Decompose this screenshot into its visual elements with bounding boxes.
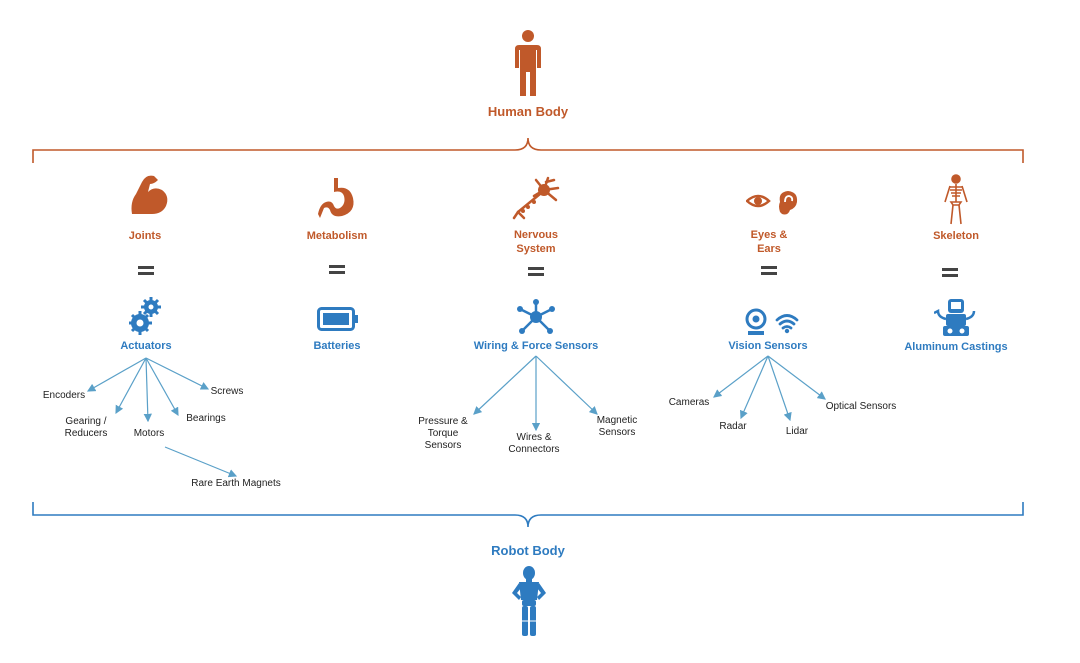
neuron-icon — [512, 176, 560, 220]
part-lidar: Lidar — [785, 426, 809, 437]
stomach-icon — [318, 178, 354, 218]
equals-sign — [528, 266, 544, 277]
label-aluminum-castings: Aluminum Castings — [904, 341, 1008, 353]
part-screws: Screws — [210, 386, 244, 397]
part-gearing: Gearing / Reducers — [64, 416, 108, 439]
arrow-motors — [143, 357, 152, 423]
arrow-pressure — [473, 355, 537, 415]
label-actuators: Actuators — [120, 340, 172, 352]
arrow-lidar — [767, 355, 792, 422]
top-brace — [32, 137, 1024, 163]
equals-sign — [942, 267, 958, 278]
arrow-bearings — [145, 357, 179, 417]
label-metabolism: Metabolism — [306, 230, 368, 242]
label-batteries: Batteries — [313, 340, 361, 352]
arrow-radar — [740, 355, 769, 420]
label-eyes-ears: Eyes & Ears — [750, 229, 788, 255]
equals-sign — [761, 265, 777, 276]
part-encoders: Encoders — [42, 390, 86, 401]
bottom-brace — [32, 502, 1024, 528]
part-magnetic-sensors: Magnetic Sensors — [596, 415, 638, 438]
label-skeleton: Skeleton — [933, 230, 979, 242]
arrow-magnets — [164, 446, 238, 478]
webcam-wifi-icon — [745, 308, 799, 335]
human-body-title: Human Body — [487, 104, 569, 119]
label-joints: Joints — [128, 230, 162, 242]
gears-icon — [129, 297, 161, 335]
part-pressure-torque: Pressure & Torque Sensors — [418, 416, 468, 451]
equals-sign — [138, 265, 154, 276]
battery-icon — [317, 307, 358, 331]
part-bearings: Bearings — [186, 413, 226, 424]
arrow-gearing — [115, 357, 147, 415]
robot-casting-icon — [934, 299, 976, 336]
robot-body-title: Robot Body — [491, 543, 565, 558]
label-vision-sensors: Vision Sensors — [728, 340, 808, 352]
arrow-encoders — [86, 357, 147, 392]
part-motors: Motors — [133, 428, 165, 439]
human-figure-icon — [515, 30, 541, 96]
arrow-magnetic — [535, 355, 598, 415]
flexed-arm-icon — [131, 175, 168, 214]
arrow-cameras — [713, 355, 769, 398]
part-magnets: Rare Earth Magnets — [191, 478, 281, 489]
skeleton-icon — [944, 174, 968, 225]
label-nervous-system: Nervous System — [513, 229, 559, 255]
network-hub-icon — [517, 299, 555, 334]
part-wires-connectors: Wires & Connectors — [508, 432, 560, 455]
equals-sign — [329, 264, 345, 275]
eye-ear-icon — [746, 191, 798, 215]
part-optical-sensors: Optical Sensors — [825, 401, 897, 412]
part-cameras: Cameras — [668, 397, 710, 408]
part-radar: Radar — [719, 421, 747, 432]
arrow-optical — [767, 355, 826, 400]
arrow-screws — [145, 357, 210, 390]
label-wiring-force-sensors: Wiring & Force Sensors — [473, 340, 599, 352]
robot-figure-icon — [512, 566, 546, 636]
